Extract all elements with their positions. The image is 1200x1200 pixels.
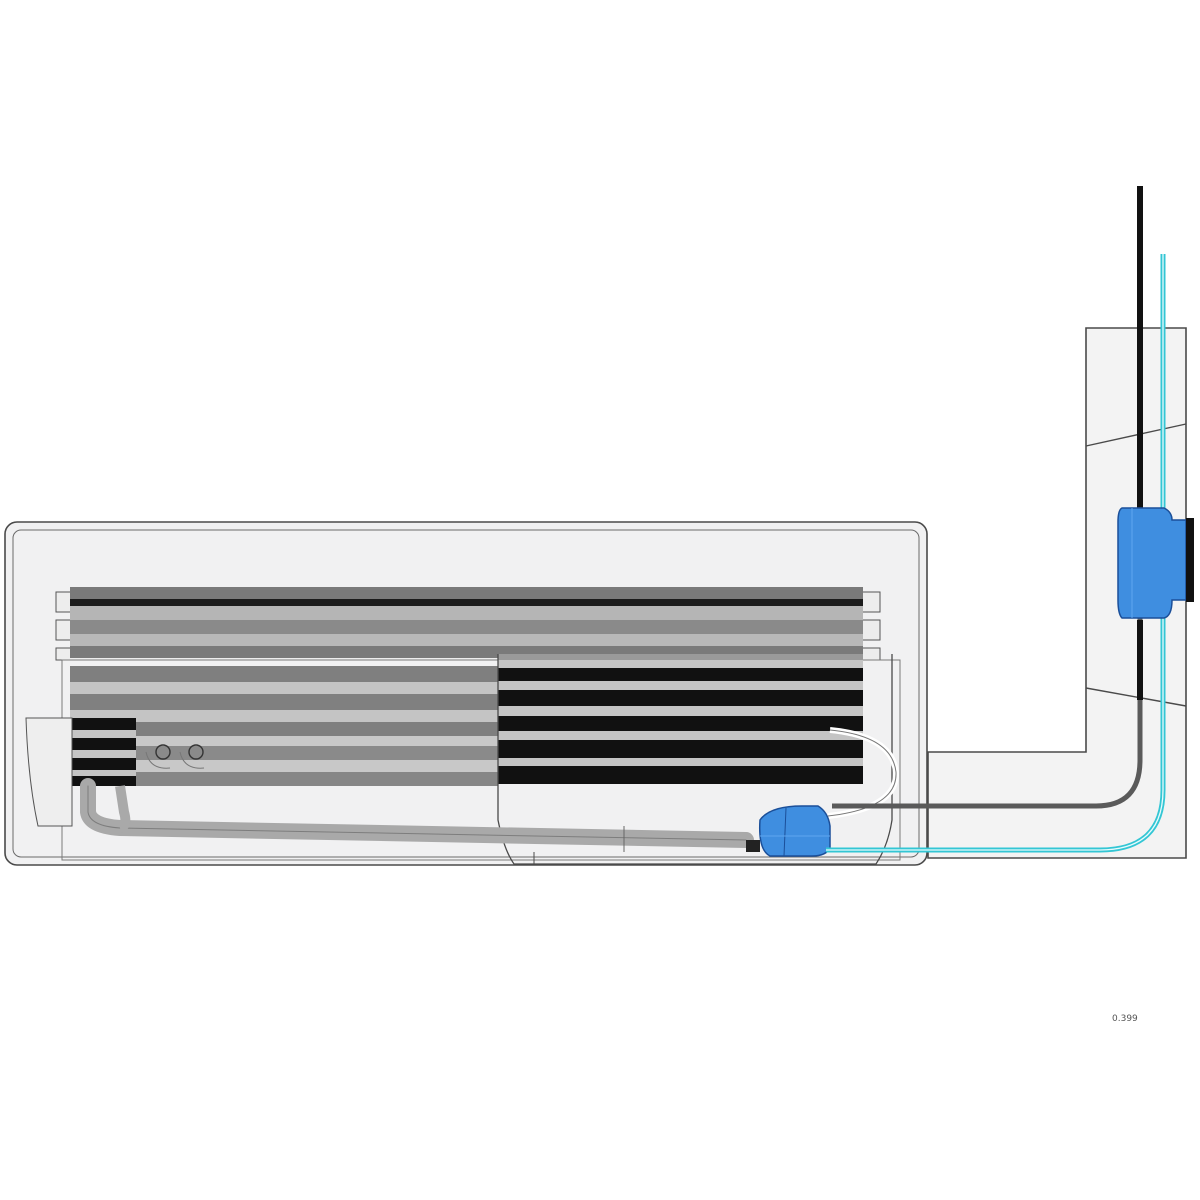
coil-block-right xyxy=(498,654,863,784)
indoor-unit xyxy=(4,521,928,866)
trunking-joint-lower xyxy=(1085,687,1187,707)
trunking-outline xyxy=(927,327,1187,859)
fitting-right xyxy=(188,744,204,760)
coil-block-left xyxy=(70,718,136,786)
evaporator-coil xyxy=(70,587,863,786)
power-cable xyxy=(832,186,1143,809)
drain-hose-loop xyxy=(115,785,131,833)
figure-reference-code: 0.399 xyxy=(1112,1014,1138,1024)
fitting-left xyxy=(155,744,171,760)
pump-sensor-unit xyxy=(1117,507,1194,619)
left-end-cap xyxy=(25,717,73,827)
trunking-joint-upper xyxy=(1085,423,1187,447)
cable-trunking xyxy=(927,327,1187,859)
pipe-fittings xyxy=(145,744,205,769)
condensate-pump xyxy=(746,805,831,857)
indoor-unit-inner-panel xyxy=(12,529,920,858)
